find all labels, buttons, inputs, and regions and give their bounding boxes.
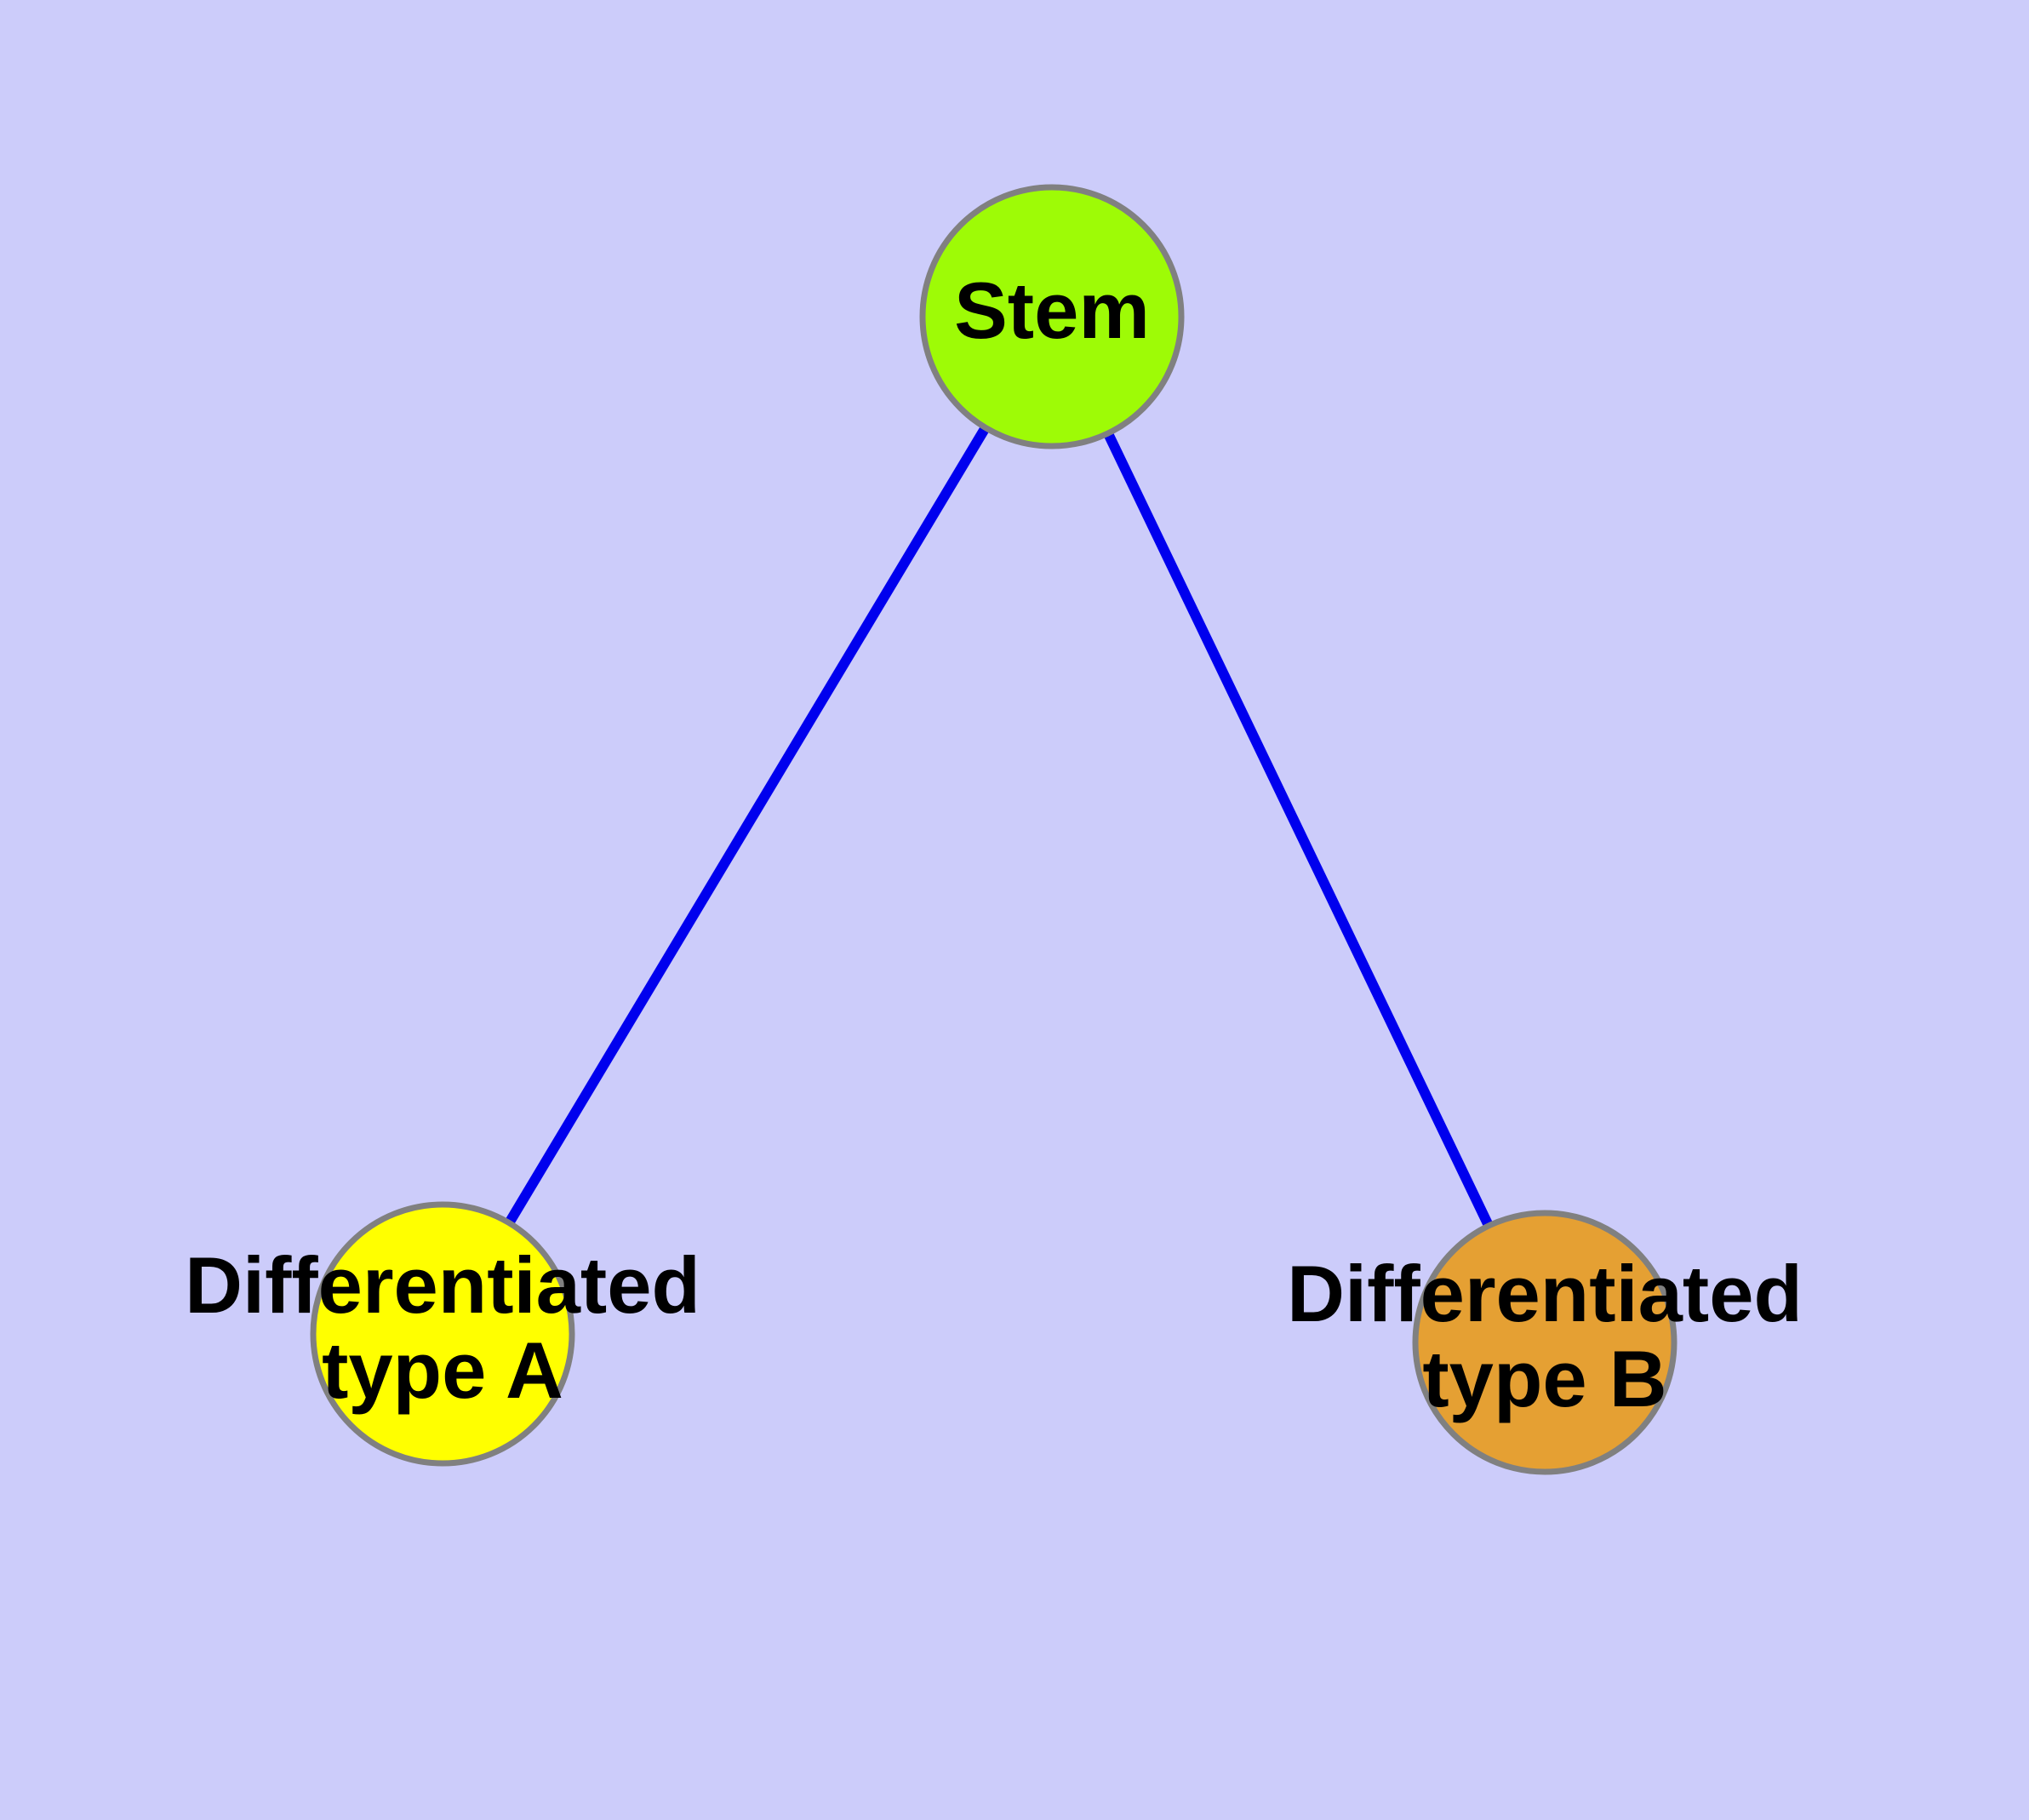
node-label-stem: Stem xyxy=(954,266,1150,355)
node-label-line: type B xyxy=(1422,1334,1666,1423)
edge-stem-to-b[interactable] xyxy=(1104,432,1493,1227)
node-diff_b[interactable] xyxy=(1412,1210,1677,1475)
edge-stem-to-a[interactable] xyxy=(506,426,989,1224)
node-diff_a[interactable] xyxy=(310,1201,575,1467)
node-label-line: type A xyxy=(322,1325,563,1415)
node-stem[interactable] xyxy=(919,184,1185,449)
edges-layer xyxy=(506,426,1493,1227)
node-label-line: Differentiated xyxy=(1287,1249,1803,1338)
node-label-line: Stem xyxy=(954,266,1150,355)
nodes-layer xyxy=(310,184,1677,1475)
node-label-line: Differentiated xyxy=(185,1240,700,1330)
